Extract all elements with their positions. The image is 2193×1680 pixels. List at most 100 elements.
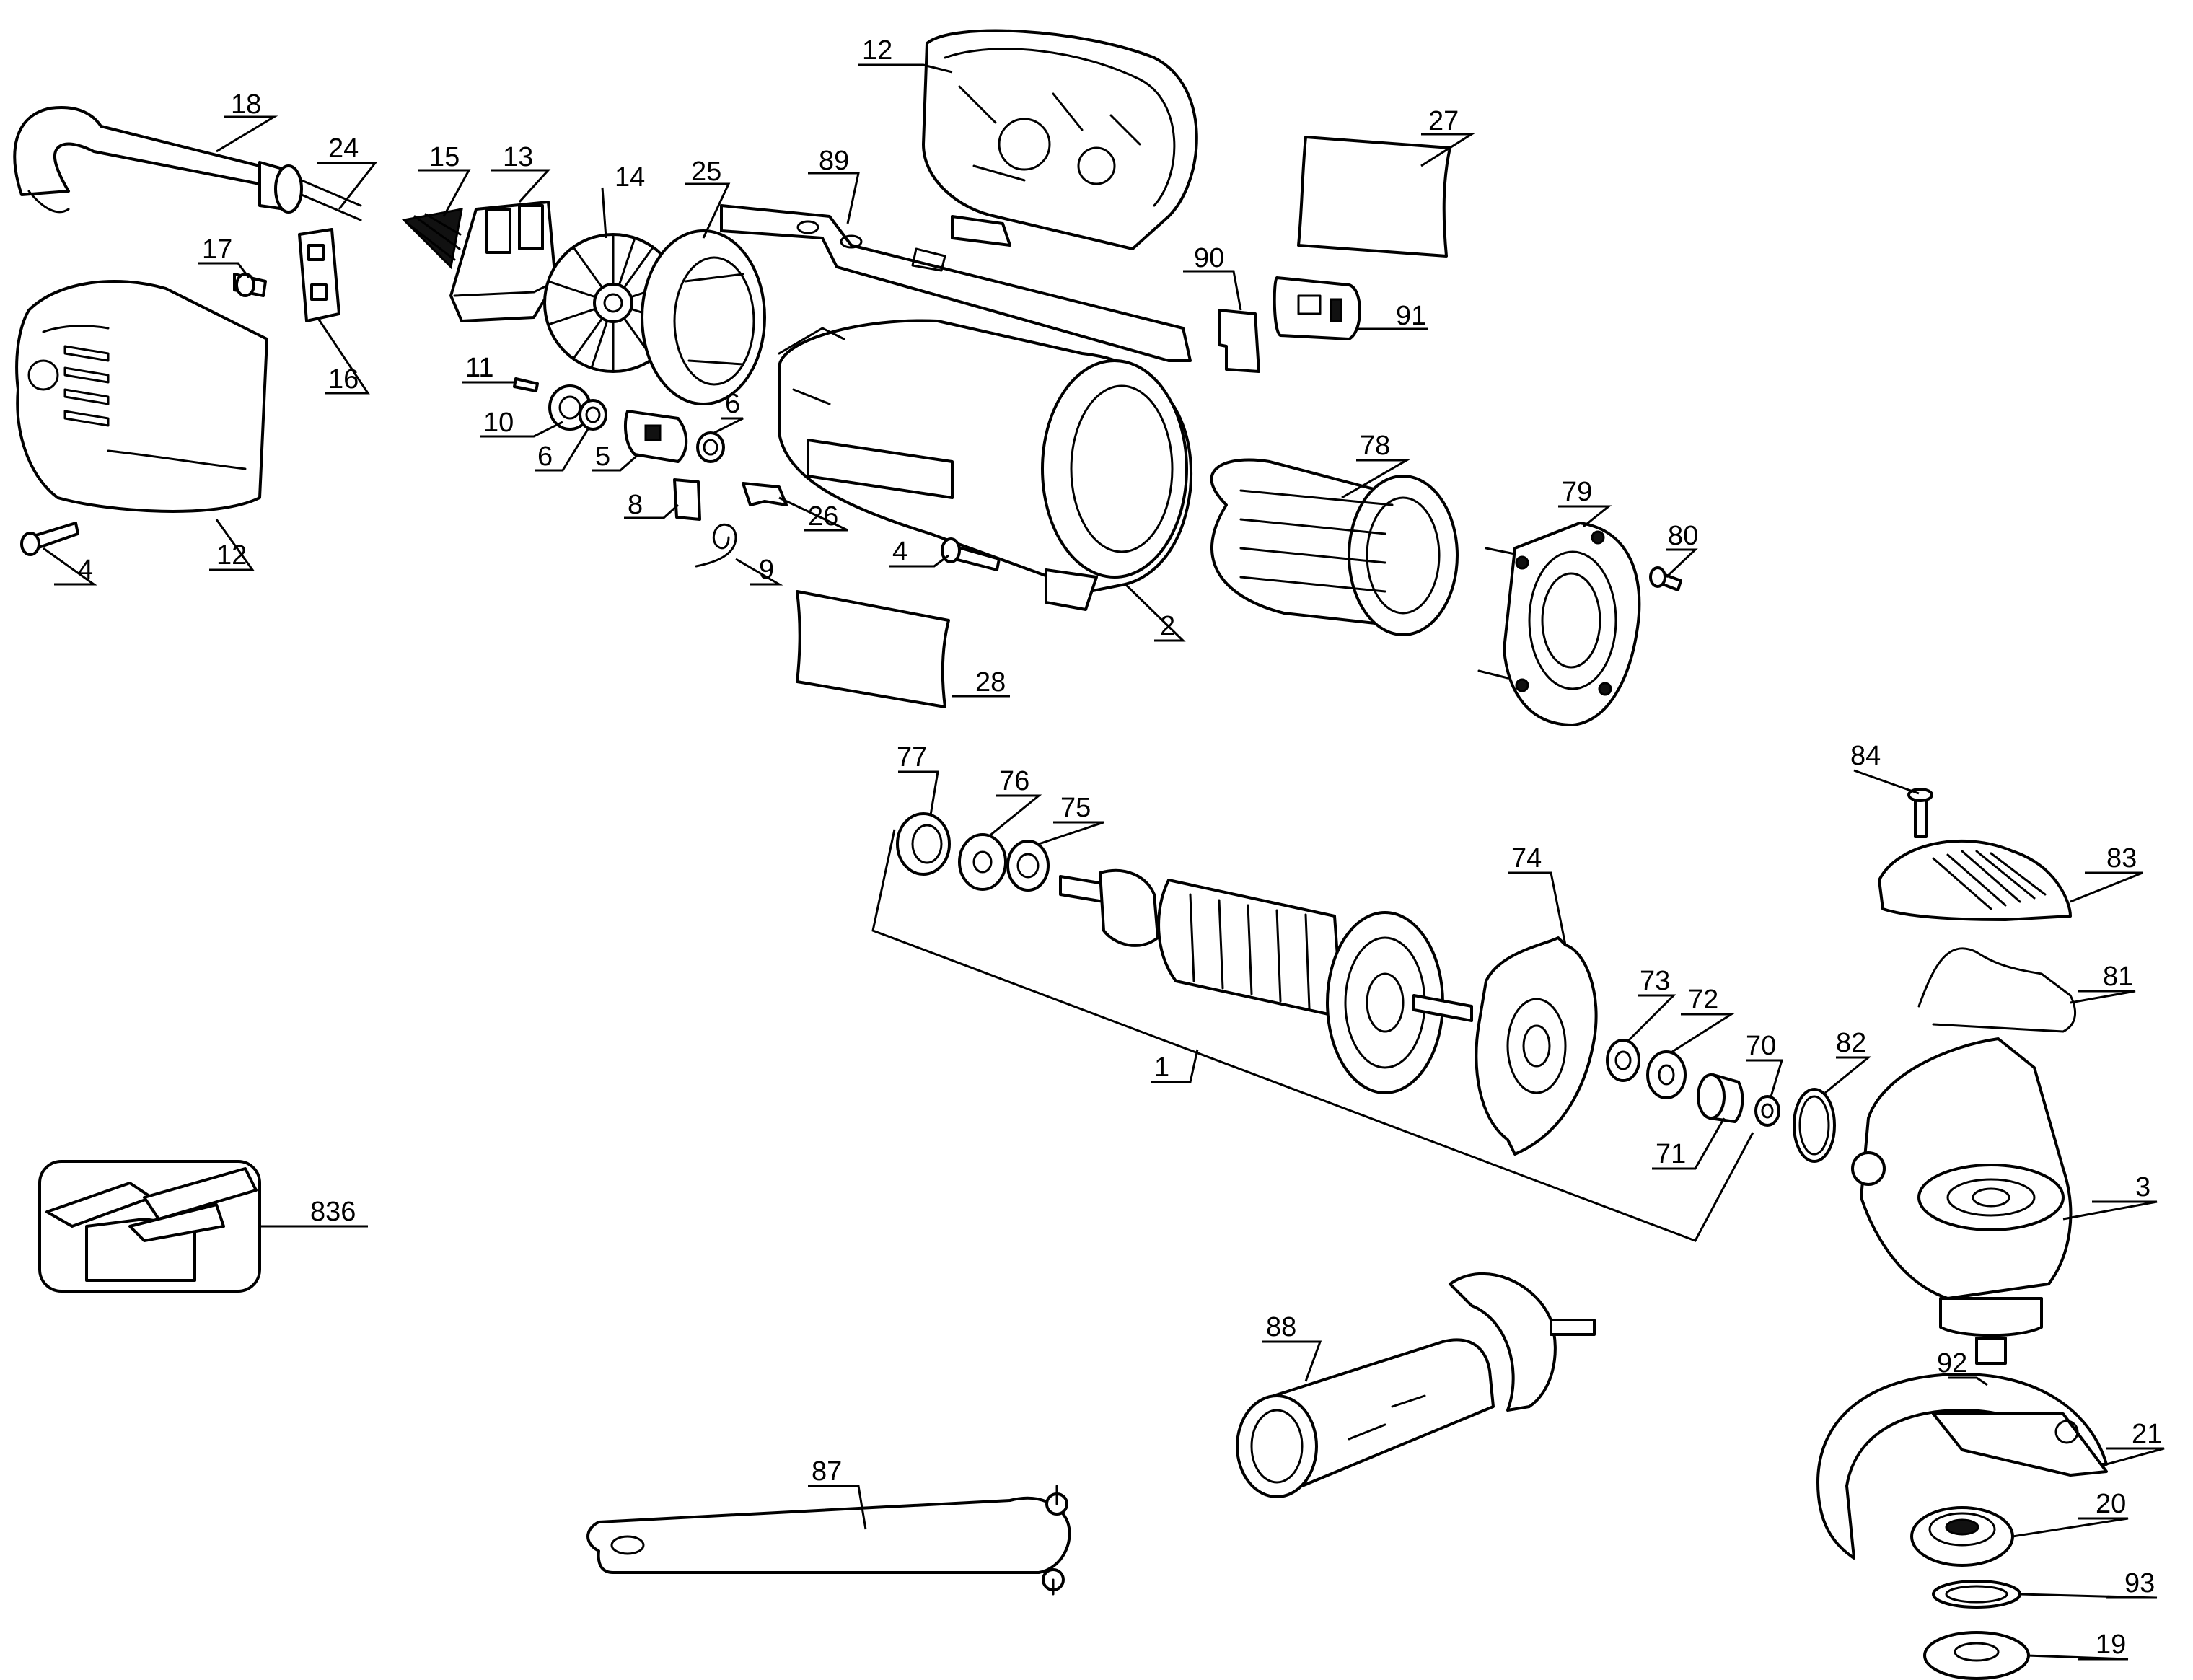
label-75: 75 [1060,793,1091,823]
brush-8-part [673,478,701,521]
fan-part [543,233,683,373]
side-handle-88-part [1236,1272,1596,1498]
label-71: 71 [1656,1139,1686,1169]
label-5: 5 [595,441,610,472]
spring-clip-9-part [695,523,737,568]
label-19: 19 [2096,1630,2126,1660]
label-91: 91 [1396,301,1426,331]
spacer-71-part [1697,1073,1744,1123]
power-cord-part [13,106,362,221]
label-27-part [1297,136,1451,258]
clip-26-part [742,482,788,506]
label-76: 76 [999,766,1029,796]
label-81: 81 [2103,962,2133,992]
label-72: 72 [1688,985,1718,1015]
washer-73-part [1606,1039,1640,1082]
label-4-mid: 4 [892,537,907,567]
label-92: 92 [1937,1348,1967,1378]
kit-box-836-part [38,1160,261,1293]
label-14: 14 [615,162,645,193]
screw-4-left-part [20,522,79,556]
label-2: 2 [1160,611,1175,641]
label-28-part [796,590,950,708]
label-26: 26 [808,501,838,532]
label-9: 9 [759,555,774,585]
pin-11-part [513,377,539,392]
label-11: 11 [465,353,493,383]
gear-case-3-part [1851,1037,2073,1365]
label-88: 88 [1266,1312,1296,1342]
label-70: 70 [1746,1031,1776,1061]
label-8: 8 [628,490,643,520]
field-case-part [778,319,1193,611]
label-10: 10 [483,408,514,438]
label-74: 74 [1511,843,1542,874]
cord-clamp-part [298,228,340,322]
nut-70-part [1754,1095,1780,1127]
stator-78-part [1210,458,1459,636]
label-21: 21 [2132,1419,2162,1449]
part-labels: 18 24 15 13 14 25 89 12 27 17 16 90 91 1… [78,35,2162,1660]
label-93: 93 [2124,1568,2155,1598]
label-27: 27 [1428,106,1459,136]
label-84: 84 [1850,741,1881,771]
screw-4-mid-part [941,537,1001,571]
washer-76-part [958,833,1007,891]
spring-81-part [1917,947,2077,1033]
label-25: 25 [691,157,721,187]
label-87: 87 [812,1456,842,1487]
label-18: 18 [231,89,261,120]
label-6-right: 6 [725,389,740,419]
cover-83-part [1878,839,2072,921]
armature-part [1059,868,1473,1094]
label-4-left: 4 [78,555,93,585]
oring-82-part [1793,1088,1836,1163]
front-housing-part [15,280,268,513]
screw-84-part [1907,788,1933,838]
label-82: 82 [1836,1028,1866,1058]
label-24: 24 [328,133,359,164]
bearing-77-part [896,812,951,876]
washer-6-part [579,399,607,431]
label-28: 28 [975,667,1006,698]
label-89: 89 [819,146,849,176]
label-79: 79 [1562,477,1592,507]
label-1: 1 [1154,1052,1169,1083]
screw-80-part [1649,566,1682,591]
spanner-87-part [586,1485,1071,1596]
spring-part [401,208,463,270]
end-plate-79-part [1477,522,1641,726]
label-83: 83 [2106,843,2137,874]
nut-19-part [1923,1631,2030,1680]
label-12-top: 12 [862,35,892,66]
label-16: 16 [328,364,359,395]
brush-holder-5-part [624,410,688,463]
label-836: 836 [310,1197,356,1227]
module-91-part [1273,276,1361,340]
label-73: 73 [1640,966,1670,996]
washer-72-part [1646,1050,1687,1099]
switch-rod-part [720,204,1192,362]
screw-17-part [233,273,267,297]
label-80: 80 [1668,521,1698,551]
guard-21-part [1816,1373,2108,1560]
label-3: 3 [2135,1172,2150,1202]
baffle-74-part [1475,936,1598,1156]
label-13: 13 [503,142,533,172]
rear-housing-top-part [922,29,1198,250]
bracket-90-part [1218,309,1260,373]
label-90: 90 [1194,243,1224,273]
washer-75-part [1006,840,1050,892]
label-78: 78 [1360,431,1390,461]
label-6-left: 6 [537,441,553,472]
flange-20-part [1910,1506,2014,1567]
leader-lines [43,63,2165,1661]
baffle-part [641,229,766,405]
washer-93-part [1932,1580,2021,1609]
label-12-left: 12 [216,540,247,571]
label-15: 15 [429,142,460,172]
label-77: 77 [897,742,927,773]
label-17: 17 [202,234,232,265]
label-20: 20 [2096,1489,2126,1519]
